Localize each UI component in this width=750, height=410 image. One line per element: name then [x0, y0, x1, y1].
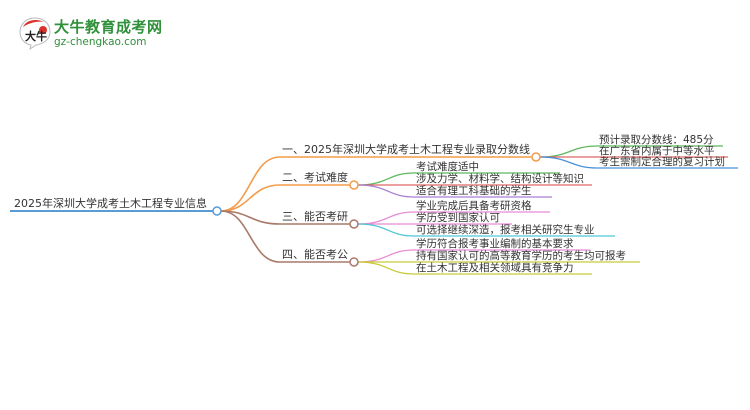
leaf-topic[interactable]: 学历受到国家认可: [416, 212, 500, 224]
logo-url: gz-chengkao.com: [54, 36, 147, 48]
leaf-topic[interactable]: 可选择继续深造，报考相关研究生专业: [416, 224, 595, 236]
leaf-topic[interactable]: 考生需制定合理的复习计划: [599, 156, 725, 168]
leaf-topic[interactable]: 在广东省内属于中等水平: [599, 145, 715, 157]
leaf-topic[interactable]: 在土木工程及相关领域具有竞争力: [416, 262, 574, 274]
branch-3-topic[interactable]: 三、能否考研: [282, 210, 348, 223]
leaf-topic[interactable]: 学业完成后具备考研资格: [416, 200, 532, 212]
branch-3-node-toggle[interactable]: [349, 219, 359, 229]
leaf-topic[interactable]: 预计录取分数线：485分: [599, 134, 714, 146]
leaf-topic[interactable]: 适合有理工科基础的学生: [416, 185, 532, 197]
leaf-topic[interactable]: 涉及力学、材料学、结构设计等知识: [416, 173, 584, 185]
branch-1-topic[interactable]: 一、2025年深圳大学成考土木工程专业录取分数线: [282, 143, 530, 156]
root-topic[interactable]: 2025年深圳大学成考土木工程专业信息: [14, 197, 207, 210]
branch-4-node-toggle[interactable]: [349, 257, 359, 267]
leaf-topic[interactable]: 学历符合报考事业编制的基本要求: [416, 238, 574, 250]
bull-logo-icon: 大牛: [19, 17, 51, 50]
leaf-topic[interactable]: 考试难度适中: [416, 161, 479, 173]
branch-2-node-toggle[interactable]: [349, 180, 359, 190]
root-node-toggle[interactable]: [212, 206, 222, 216]
svg-text:大牛: 大牛: [25, 29, 47, 43]
branch-1-node-toggle[interactable]: [531, 152, 541, 162]
leaf-topic[interactable]: 持有国家认可的高等教育学历的考生均可报考: [416, 250, 626, 262]
site-logo[interactable]: 大牛 大牛教育成考网 gz-chengkao.com: [14, 14, 164, 50]
branch-4-topic[interactable]: 四、能否考公: [282, 248, 348, 261]
branch-2-topic[interactable]: 二、考试难度: [282, 171, 348, 184]
logo-title: 大牛教育成考网: [54, 18, 163, 36]
